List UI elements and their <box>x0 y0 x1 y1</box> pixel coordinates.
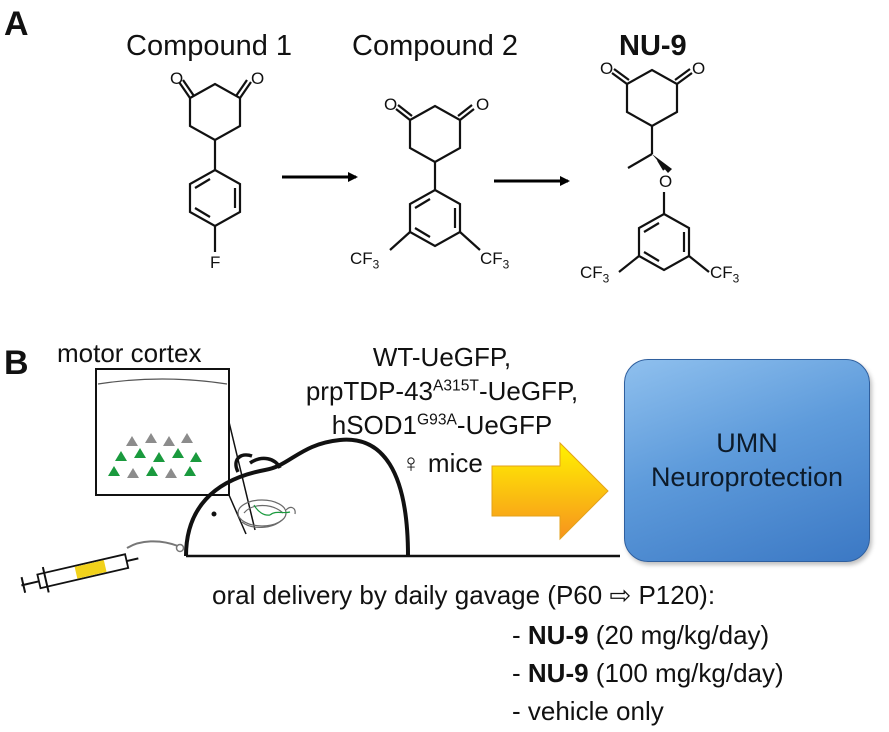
nu9-oxygen-left: O <box>600 59 614 78</box>
model-line-3: hSOD1G93A-UeGFP <box>331 410 553 440</box>
nu9-stereo-wedge <box>652 154 672 173</box>
motor-cortex-inset <box>95 368 256 535</box>
neuron-triangles <box>108 433 202 478</box>
delivery-item-1: - NU-9 (20 mg/kg/day) <box>512 620 770 650</box>
outcome-arrow <box>491 441 609 541</box>
compound1-benzene <box>188 168 242 228</box>
mouse-brain <box>237 499 296 528</box>
compound1-dione-ring <box>188 82 242 142</box>
model-line-1: WT-UeGFP, <box>372 342 512 372</box>
model-line-4: ♀ mice <box>401 448 483 478</box>
nu9-benzene <box>637 212 691 272</box>
compound1-name: Compound 1 <box>126 30 293 62</box>
compound3-name: NU-9 <box>619 30 687 62</box>
model-line-2: prpTDP-43A315T-UeGFP, <box>305 376 579 406</box>
compound2-oxygen-right: O <box>476 95 490 114</box>
nu9-dione-ring <box>625 68 679 128</box>
compound1-oxygen-right: O <box>251 69 265 88</box>
compound1-fluorine: F <box>210 253 221 272</box>
compound2-name: Compound 2 <box>352 30 519 62</box>
nu9-cf3-left: CF3 <box>580 263 610 286</box>
delivery-item-3: - vehicle only <box>512 696 664 726</box>
compound1-structure <box>178 79 252 252</box>
inset-title: motor cortex <box>57 338 202 368</box>
nu9-oxygen-right: O <box>692 59 706 78</box>
mouse-illustration <box>184 437 620 558</box>
compound1-carbonyl-right <box>239 81 252 99</box>
corticospinal-tract <box>253 504 291 516</box>
delivery-header: oral delivery by daily gavage (P60 ⇨ P12… <box>212 580 716 610</box>
outcome-line-1: UMN <box>716 427 778 458</box>
compound1-carbonyl-left <box>178 81 191 99</box>
outcome-line-2: Neuroprotection <box>650 461 844 492</box>
outcome-box: UMN Neuroprotection <box>624 359 870 562</box>
compound2-oxygen-left: O <box>384 95 398 114</box>
delivery-item-2: - NU-9 (100 mg/kg/day) <box>512 658 784 688</box>
compound2-structure <box>389 104 481 251</box>
panel-a-label: A <box>4 5 29 43</box>
syringe-illustration <box>20 540 185 593</box>
panel-b-label: B <box>4 344 29 382</box>
compound2-benzene <box>408 188 462 248</box>
compound2-dione-ring <box>408 104 462 164</box>
compound1-oxygen-left: O <box>170 69 184 88</box>
nu9-methyl-bond <box>627 153 653 169</box>
nu9-ether-oxygen: O <box>659 172 673 191</box>
compound2-cf3-left: CF3 <box>350 249 380 272</box>
compound2-cf3-right: CF3 <box>480 249 510 272</box>
nu9-structure <box>611 68 710 273</box>
nu9-cf3-right: CF3 <box>710 263 740 286</box>
